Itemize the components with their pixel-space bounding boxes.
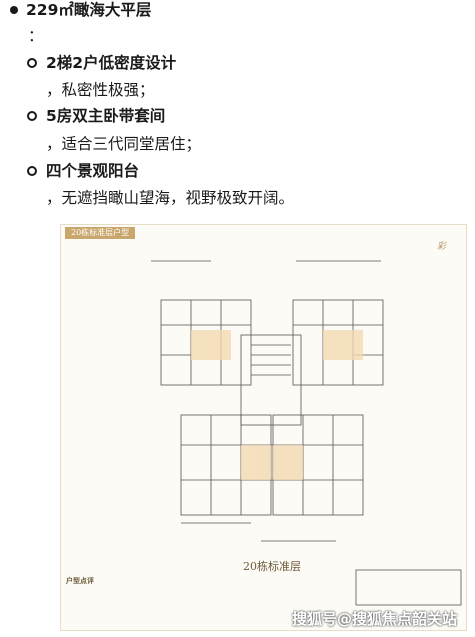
item-detail-1: ： [28, 27, 44, 45]
bullet-dot [10, 6, 18, 14]
item-title-2: 2梯2户低密度设计 [46, 54, 177, 72]
floor-plan-tag: 20栋标准层户型 [65, 227, 136, 239]
bullet-circle [27, 111, 37, 121]
bullet-circle [27, 166, 37, 176]
floor-plan-legend-title: 户型点评 [66, 577, 94, 585]
bullet-circle [27, 58, 37, 68]
brand-logo: 彩 [436, 242, 446, 252]
floor-plan-image: 20栋标准层户型 彩 [60, 224, 467, 631]
item-detail-2: ，私密性极强； [46, 81, 155, 99]
floor-plan-drawing [151, 260, 462, 606]
source-watermark: 搜狐号@搜狐焦点韶关站 [292, 610, 458, 628]
item-detail-3: ，适合三代同堂居住； [46, 135, 202, 153]
item-detail-4: ，无遮挡瞰山望海，视野极致开阔。 [46, 189, 295, 207]
item-title-4: 四个景观阳台 [46, 162, 140, 180]
item-title-1: 229㎡瞰海大平层 [26, 1, 152, 19]
item-title-3: 5房双主卧带套间 [46, 107, 166, 125]
floor-plan-title: 20栋标准层 [243, 560, 301, 573]
